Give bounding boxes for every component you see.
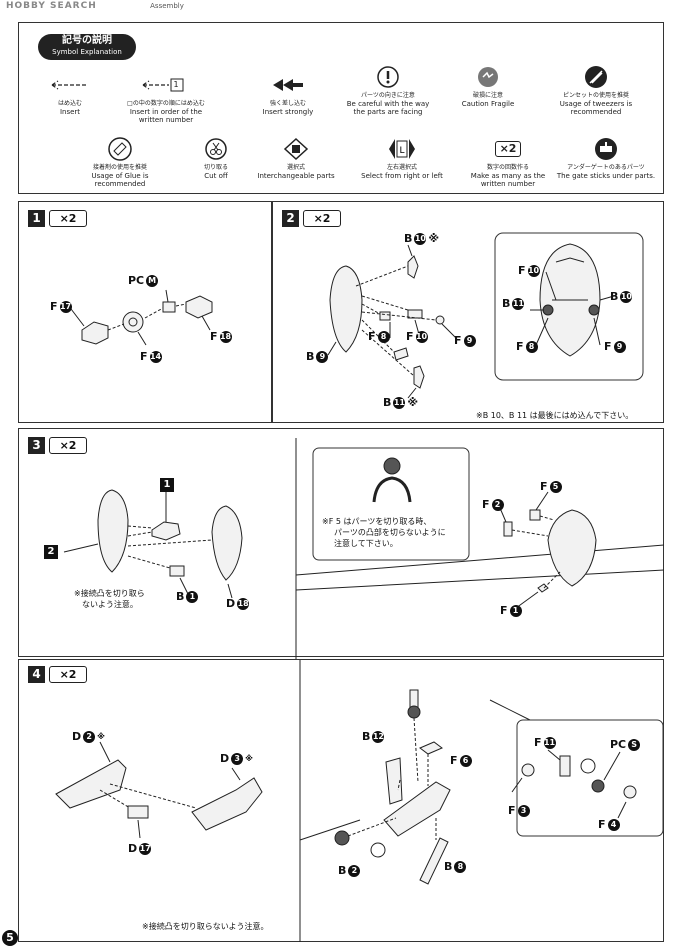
symbol-title: 記号の説明 Symbol Explanation xyxy=(38,34,136,60)
step-3-header: 3 ×2 xyxy=(28,437,87,454)
page-number: 5 xyxy=(2,930,18,946)
step-1-header: 1 ×2 xyxy=(28,210,87,227)
left-right-icon: L xyxy=(352,136,452,162)
step-number: 2 xyxy=(282,210,299,227)
step-2-header: 2 ×2 xyxy=(282,210,341,227)
step-3-note: ※接続凸を切り取ら ないよう注意。 xyxy=(74,589,145,609)
callout-2-marker: 2 xyxy=(44,545,58,559)
page-header: HOBBY SEARCH Assembly xyxy=(6,1,184,11)
fragile-icon xyxy=(440,64,536,90)
interchange-icon xyxy=(246,136,346,162)
step-4-note: ※接続凸を切り取らないよう注意。 xyxy=(142,922,269,931)
multiplier-badge: ×2 xyxy=(49,437,87,454)
arrow-insert-icon xyxy=(22,72,118,98)
step-number: 3 xyxy=(28,437,45,454)
undergate-icon xyxy=(556,136,656,162)
callout-1-marker: 1 xyxy=(160,478,174,492)
tweezers-icon xyxy=(548,64,644,90)
symbol-number: ×2 xyxy=(499,142,517,155)
scissors-icon xyxy=(166,136,266,162)
multiplier-badge: ×2 xyxy=(49,210,87,227)
multiplier-badge: ×2 xyxy=(49,666,87,683)
step-number: 4 xyxy=(28,666,45,683)
svg-text:L: L xyxy=(399,146,404,156)
step-number: 1 xyxy=(28,210,45,227)
step-3-callout-note: ※F 5 はパーツを切り取る時、 パーツの凸部を切らないように 注意して下さい。 xyxy=(322,517,446,548)
exclamation-icon xyxy=(340,64,436,90)
multiplier-badge: ×2 xyxy=(303,210,341,227)
site-watermark: HOBBY SEARCH xyxy=(6,1,97,11)
step-4-panel xyxy=(18,659,664,942)
numbered-insert-icon: 1 xyxy=(118,72,214,98)
step-2-note: ※B 10、B 11 は最後にはめ込んで下さい。 xyxy=(476,411,634,420)
glue-icon xyxy=(70,136,170,162)
double-arrow-icon xyxy=(240,72,336,98)
multiply-icon: ×2 xyxy=(458,136,558,162)
breadcrumb: Assembly xyxy=(150,2,184,10)
step-2-panel xyxy=(272,201,664,423)
symbol-number: 1 xyxy=(173,80,179,89)
step-4-header: 4 ×2 xyxy=(28,666,87,683)
